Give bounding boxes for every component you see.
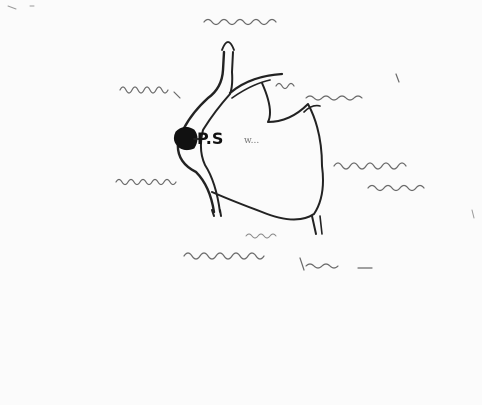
tumour-marker-suffix: w... [244,137,259,146]
scribble-right [334,163,424,191]
right-vessel-lower-line-2 [320,216,322,234]
scribble-upper-right [276,74,399,100]
scribble-top [204,20,276,25]
left-vessel-end [212,210,221,216]
scribble-left [116,180,176,185]
stray-mark [8,6,474,218]
vessel-top-tip [222,42,234,50]
scribble-bottom-left [184,253,264,259]
sac-outline [212,83,323,220]
scribble-upper-left [120,87,180,98]
scribble-bottom-right [300,258,372,270]
tumour-marker-label: P.S [197,131,223,147]
scribble-lower-middle [246,234,276,238]
right-vessel-lower-line [312,216,316,234]
upper-branch-line [230,74,282,93]
